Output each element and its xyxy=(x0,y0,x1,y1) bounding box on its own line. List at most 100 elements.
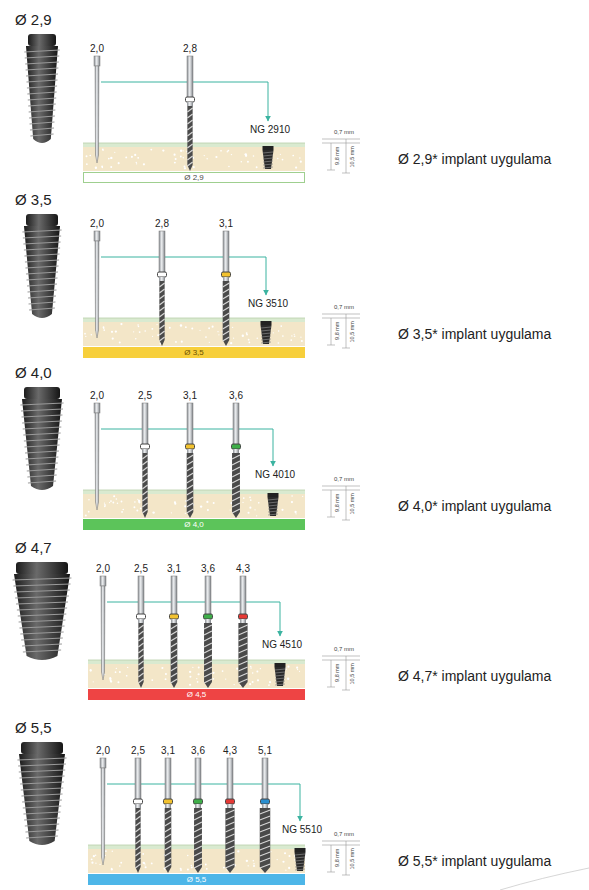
implant-thread xyxy=(19,620,66,622)
bone-speckle xyxy=(294,511,296,513)
bone-speckle xyxy=(180,869,182,871)
bone-edge xyxy=(88,660,305,661)
drill-flute-edge xyxy=(194,852,202,856)
bone-speckle xyxy=(243,497,245,499)
dimension-label: 9,8 mm xyxy=(335,322,341,340)
bone-speckle xyxy=(133,331,134,332)
bone-speckle xyxy=(143,163,145,165)
section-heading: Ø 4,7 xyxy=(15,540,52,555)
drill-flute-edge xyxy=(159,319,164,323)
leader-line xyxy=(101,82,268,121)
drill-flute-edge xyxy=(260,858,271,862)
bone-speckle xyxy=(198,673,200,675)
bone-speckle xyxy=(252,672,254,674)
bone-speckle xyxy=(231,154,232,155)
drill-flute-edge xyxy=(138,655,143,659)
implant-body xyxy=(19,754,65,845)
section-heading: Ø 2,9 xyxy=(15,12,52,27)
bone-speckle xyxy=(191,865,193,867)
drill-flute-edge xyxy=(225,846,234,850)
implant-thread xyxy=(21,794,62,796)
implant-thread xyxy=(263,152,273,153)
bone-speckle xyxy=(295,166,297,168)
bone-edge xyxy=(83,490,305,491)
bone-speckle xyxy=(136,162,137,163)
drill-flute-edge xyxy=(138,625,143,629)
implant-thread xyxy=(275,681,285,682)
implant-thread xyxy=(29,110,56,112)
implant-thread xyxy=(30,134,53,136)
drill-diameter: 2,5 xyxy=(138,391,152,401)
bone-speckle xyxy=(183,150,184,151)
drill-flute-edge xyxy=(142,509,147,513)
drill xyxy=(186,403,195,518)
drill-flute-edge xyxy=(171,649,178,653)
drill-flute-edge xyxy=(204,679,212,683)
drill-flute-edge xyxy=(204,649,212,653)
drill-flute xyxy=(194,808,202,873)
bone-speckle xyxy=(102,148,104,150)
drill-flute-edge xyxy=(225,828,234,832)
bone-speckle xyxy=(189,676,191,678)
drill-flute-edge xyxy=(238,649,247,653)
drill-flute-edge xyxy=(165,864,172,868)
bone-speckle xyxy=(247,512,249,514)
drill xyxy=(164,758,173,873)
drill-flute-edge xyxy=(225,852,234,856)
implant-thread xyxy=(26,463,58,465)
bone-speckle xyxy=(109,678,111,680)
dimension-line xyxy=(322,660,360,661)
bone-speckle xyxy=(287,666,289,668)
drill-flute-edge xyxy=(187,114,192,118)
drill xyxy=(232,403,241,518)
implant-thread xyxy=(275,684,285,685)
drill-ring xyxy=(164,799,173,804)
drill-flute-edge xyxy=(171,631,178,635)
bone-speckle xyxy=(137,499,138,500)
drill-diameter: 2,8 xyxy=(155,219,169,229)
bone-speckle xyxy=(105,850,107,852)
bone-speckle xyxy=(282,335,284,337)
drill-flute-edge xyxy=(225,864,234,868)
leader-line xyxy=(101,257,266,295)
drill-flute-edge xyxy=(187,126,192,130)
implant-thread xyxy=(22,421,62,423)
implant-thread xyxy=(263,167,273,168)
drill-flute-edge xyxy=(223,331,230,335)
drill-flute-edge xyxy=(204,643,212,647)
drill-flute-edge xyxy=(165,828,172,832)
leader-line xyxy=(107,602,280,636)
bone-speckle xyxy=(116,498,118,500)
dimension-line xyxy=(342,348,350,349)
bone-speckle xyxy=(184,165,186,167)
drill-diameter: 3,1 xyxy=(161,746,175,756)
dimension-line xyxy=(322,845,360,846)
bone-speckle xyxy=(111,331,113,333)
bone-speckle xyxy=(227,151,228,152)
drill-flute xyxy=(225,808,234,873)
drill-shank xyxy=(187,56,193,99)
bone-edge xyxy=(83,143,305,144)
bone-speckle xyxy=(117,502,119,504)
bone-speckle xyxy=(241,161,243,163)
bone-speckle xyxy=(297,669,298,670)
drill-shank xyxy=(159,277,165,281)
drill-flute xyxy=(165,808,172,873)
implant-thread xyxy=(13,578,72,580)
drill-flute-edge xyxy=(165,840,172,844)
bone-speckle xyxy=(284,852,286,854)
drill-flute-edge xyxy=(232,467,240,471)
drill-flute-edge xyxy=(171,667,178,671)
bone-speckle xyxy=(223,867,225,869)
implant-thread xyxy=(275,672,285,673)
bone-block xyxy=(83,490,305,518)
drill xyxy=(222,231,231,346)
implant-collar xyxy=(16,562,68,574)
dimension-label: 10,5 mm xyxy=(350,146,356,167)
bone-speckle xyxy=(110,680,112,682)
drill-diameter: 2,5 xyxy=(131,746,145,756)
implant-collar xyxy=(295,848,306,852)
bone-speckle xyxy=(137,324,139,326)
dimension-line xyxy=(327,170,335,171)
bone-speckle xyxy=(137,157,139,159)
